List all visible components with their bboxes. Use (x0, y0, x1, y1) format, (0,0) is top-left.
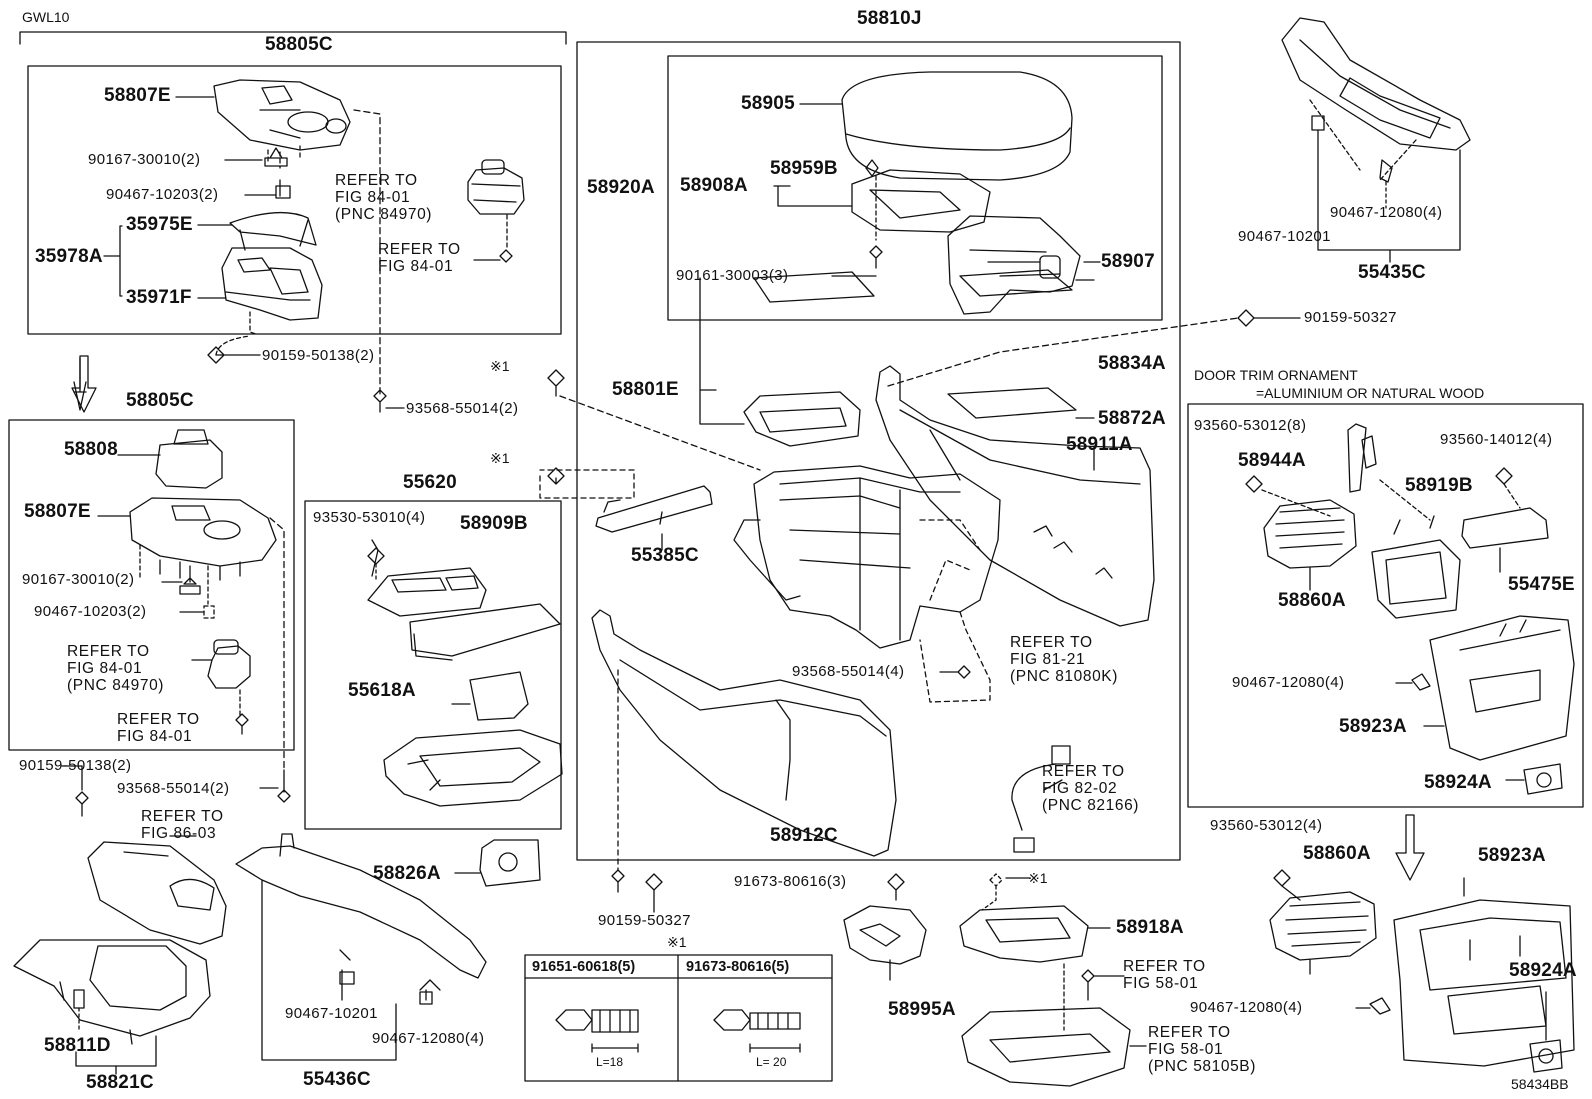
part-35971f: 35971F (126, 287, 192, 308)
part-55475e: 55475E (1508, 574, 1575, 595)
part-90467-10201-b: 90467-10201 (1238, 228, 1331, 245)
part-58918a: 58918A (1116, 917, 1184, 938)
frame-armrest-subassy (667, 55, 1163, 321)
note-mark-3: ※1 (1028, 870, 1048, 886)
part-58920a: 58920A (587, 177, 655, 198)
refer-fig-82-02: REFER TO FIG 82-02 (PNC 82166) (1042, 763, 1140, 814)
part-58923a-b: 58923A (1478, 845, 1546, 866)
part-58860a-b: 58860A (1303, 843, 1371, 864)
part-58811d: 58811D (44, 1035, 111, 1056)
refer-fig-84-01: REFER TO FIG 84-01 (378, 241, 461, 275)
frame-58805c-mid (8, 419, 295, 751)
part-93568-55014-c: 93568-55014(4) (792, 663, 905, 680)
frame-55620 (304, 500, 562, 830)
part-58995a: 58995A (888, 999, 956, 1020)
part-58801e: 58801E (612, 379, 679, 400)
refer-fig-58-01-pnc: REFER TO FIG 58-01 (PNC 58105B) (1148, 1024, 1256, 1075)
bracket-58805c (19, 31, 567, 45)
part-90467-12080-d: 90467-12080(4) (1232, 674, 1345, 691)
part-58908a: 58908A (680, 175, 748, 196)
part-93560-53012-b: 93560-53012(4) (1210, 817, 1323, 834)
part-55385c: 55385C (631, 545, 699, 566)
frame-door-trim (1187, 403, 1584, 808)
group-label-58805c-top: 58805C (265, 34, 333, 55)
part-58911a: 58911A (1066, 434, 1133, 455)
part-90161-30003: 90161-30003(3) (676, 267, 789, 284)
refer-fig-84-01-b: REFER TO FIG 84-01 (117, 711, 200, 745)
refer-fig-84-01-pnc: REFER TO FIG 84-01 (PNC 84970) (335, 172, 433, 223)
refer-fig-84-01-pnc-b: REFER TO FIG 84-01 (PNC 84970) (67, 643, 165, 694)
part-90159-50327-b: 90159-50327 (598, 912, 691, 929)
part-58924a: 58924A (1424, 772, 1492, 793)
part-58944a: 58944A (1238, 450, 1306, 471)
table-header-91651: 91651-60618(5) (532, 959, 636, 975)
part-58919b: 58919B (1405, 475, 1473, 496)
part-35978a: 35978A (35, 246, 103, 267)
part-58959b: 58959B (770, 158, 838, 179)
part-91673-80616: 91673-80616(3) (734, 873, 847, 890)
part-58872a: 58872A (1098, 408, 1166, 429)
part-90467-10203: 90467-10203(2) (106, 186, 219, 203)
refer-fig-58-01: REFER TO FIG 58-01 (1123, 958, 1206, 992)
part-58808: 58808 (64, 439, 118, 460)
part-90159-50327: 90159-50327 (1304, 309, 1397, 326)
part-90467-10201: 90467-10201 (285, 1005, 378, 1022)
group-label-58805c-mid: 58805C (126, 390, 194, 411)
frame-58810j (576, 41, 1181, 861)
part-58909b: 58909B (460, 513, 528, 534)
part-93568-55014-b: 93568-55014(2) (117, 780, 230, 797)
part-90467-12080-c: 90467-12080(4) (1330, 204, 1443, 221)
part-90467-10203-b: 90467-10203(2) (34, 603, 147, 620)
part-35975e: 35975E (126, 214, 193, 235)
part-93568-55014: 93568-55014(2) (406, 400, 519, 417)
part-58924a-b: 58924A (1509, 960, 1577, 981)
part-90467-12080-e: 90467-12080(4) (1190, 999, 1303, 1016)
part-90159-50138: 90159-50138(2) (262, 347, 375, 364)
part-55618a: 55618A (348, 680, 416, 701)
group-label-55435c: 55435C (1358, 262, 1426, 283)
part-58860a: 58860A (1278, 590, 1346, 611)
refer-fig-86-03: REFER TO FIG 86-03 (141, 808, 224, 842)
model-code: GWL10 (22, 9, 70, 25)
table-length-20: L= 20 (756, 1055, 787, 1069)
part-58907: 58907 (1101, 251, 1155, 272)
part-93530-53010: 93530-53010(4) (313, 509, 426, 526)
part-58826a: 58826A (373, 863, 441, 884)
door-trim-subtitle: =ALUMINIUM OR NATURAL WOOD (1256, 385, 1485, 401)
arrow-down-right (1395, 814, 1425, 881)
door-trim-title: DOOR TRIM ORNAMENT (1194, 367, 1358, 383)
note-mark-table: ※1 (667, 934, 687, 950)
table-header-91673: 91673-80616(5) (686, 959, 790, 975)
table-length-18: L=18 (596, 1055, 624, 1069)
part-90167-30010: 90167-30010(2) (88, 151, 201, 168)
note-mark-1: ※1 (490, 358, 510, 374)
frame-58805c-top (27, 65, 562, 335)
part-93560-53012: 93560-53012(8) (1194, 417, 1307, 434)
part-58834a: 58834A (1098, 353, 1166, 374)
part-58923a: 58923A (1339, 716, 1407, 737)
part-58905: 58905 (741, 93, 795, 114)
part-58821c: 58821C (86, 1072, 154, 1093)
part-58807e-b: 58807E (24, 501, 91, 522)
part-93560-14012: 93560-14012(4) (1440, 431, 1553, 448)
part-58807e: 58807E (104, 85, 171, 106)
group-label-55620: 55620 (403, 472, 457, 493)
part-90159-50138-b: 90159-50138(2) (19, 757, 132, 774)
part-58912c: 58912C (770, 825, 838, 846)
figure-code: 58434BB (1511, 1076, 1569, 1092)
refer-fig-81-21: REFER TO FIG 81-21 (PNC 81080K) (1010, 634, 1118, 685)
note-mark-2: ※1 (490, 450, 510, 466)
group-label-58810j: 58810J (857, 8, 922, 29)
part-55436c: 55436C (303, 1069, 371, 1090)
part-90467-12080: 90467-12080(4) (372, 1030, 485, 1047)
part-90167-30010-b: 90167-30010(2) (22, 571, 135, 588)
